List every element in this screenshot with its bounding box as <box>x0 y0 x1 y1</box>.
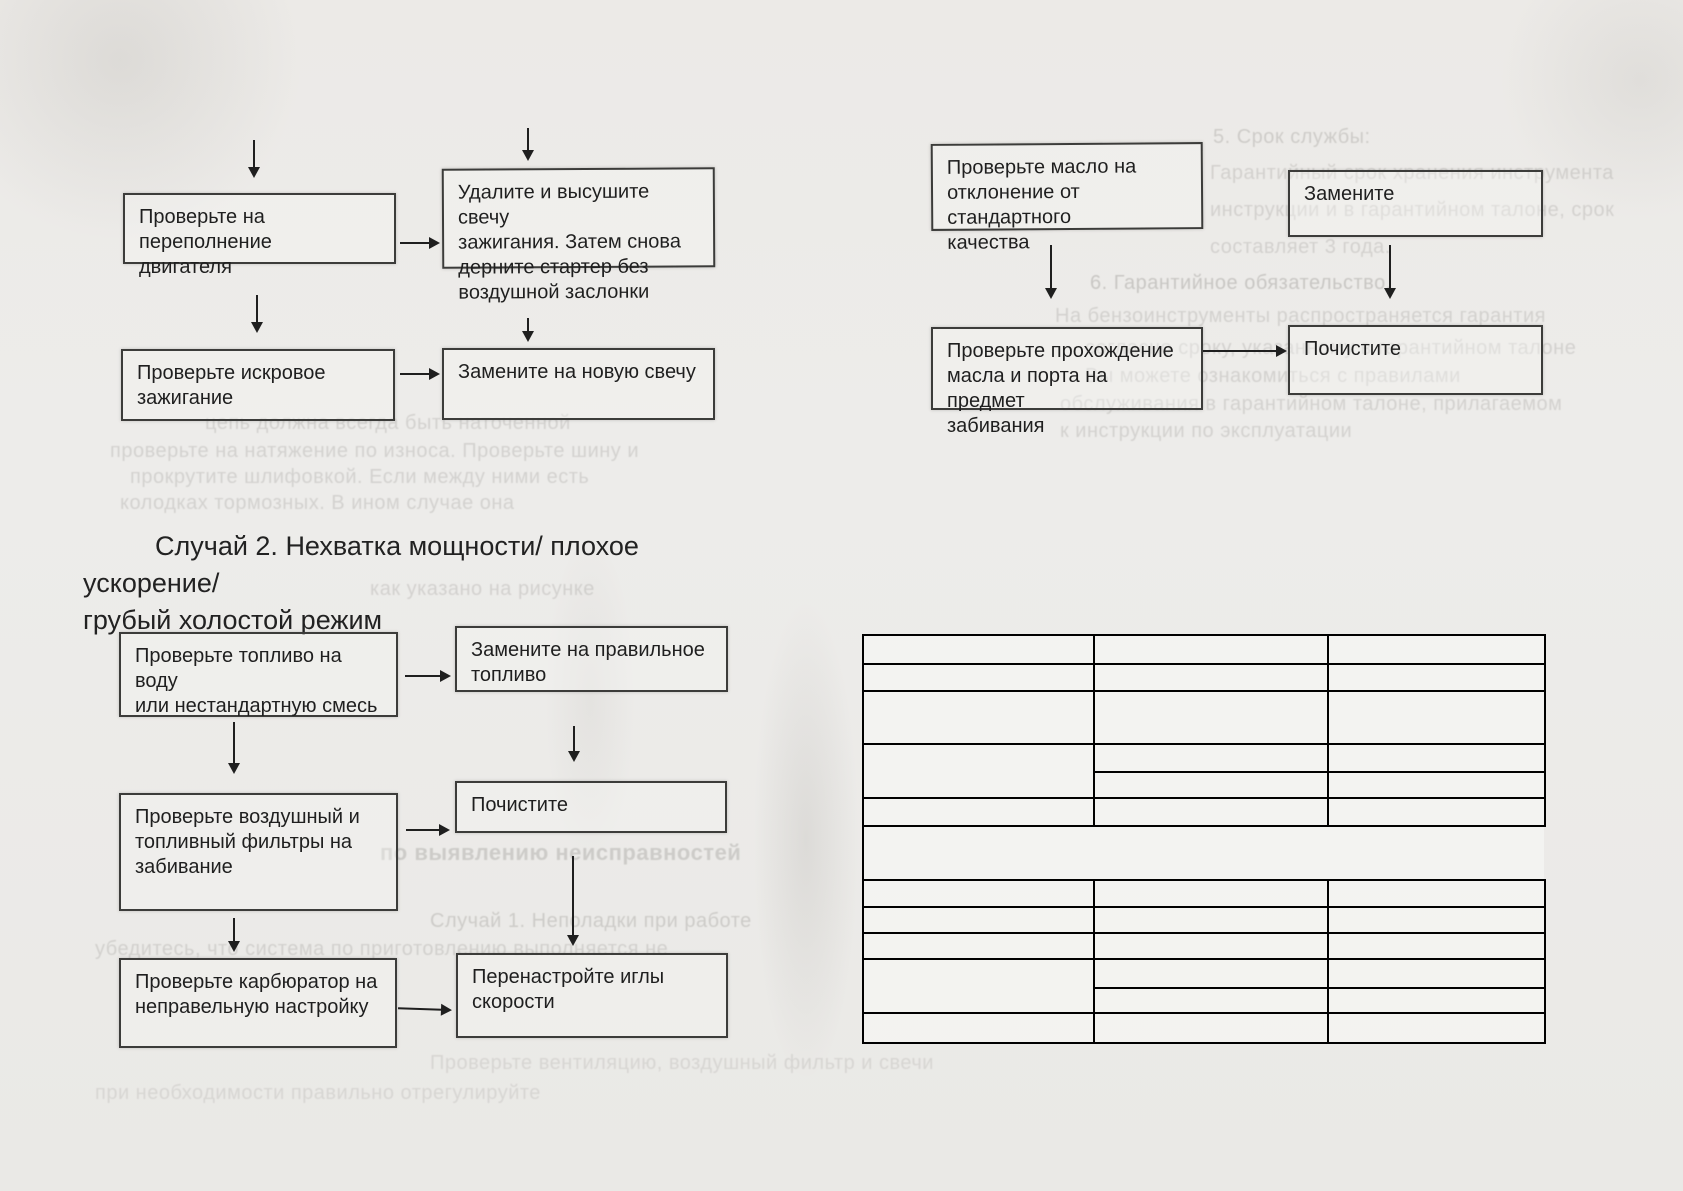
flow-arrow-down <box>522 128 534 161</box>
empty-cell <box>1093 958 1329 989</box>
ghost-text-line: 5. Срок службы: <box>1213 126 1371 148</box>
flow-arrow-right <box>1203 345 1287 357</box>
ghost-text-line: прокрутите шлифовкой. Если между ними ес… <box>130 466 590 488</box>
empty-cell <box>1093 663 1329 692</box>
empty-cell <box>862 958 1095 1014</box>
empty-cell <box>1327 690 1546 745</box>
empty-cell <box>1327 906 1546 934</box>
table-row <box>862 663 1546 692</box>
flow-box-clean-oil-port: Почистите <box>1288 325 1543 395</box>
flow-arrow-down <box>568 726 580 762</box>
flow-box-check-engine-flooding: Проверьте на переполнение двигателя <box>123 193 396 278</box>
table-row <box>863 987 1546 1014</box>
empty-cell <box>1327 879 1546 908</box>
ghost-text-line: цепь должна всегда быть наточенной <box>205 412 571 434</box>
ghost-text-line: Проверьте вентиляцию, воздушный фильтр и… <box>430 1052 934 1074</box>
flow-arrow-down <box>251 295 263 333</box>
empty-cell <box>1327 797 1546 827</box>
ghost-text-line: по выявлению неисправностей <box>380 840 742 865</box>
empty-cell <box>1093 634 1329 665</box>
empty-cell <box>862 906 1095 934</box>
flow-box-remove-and-dry-plug: Удалите и высушите свечу зажигания. Зате… <box>441 167 716 304</box>
flow-arrow-right <box>400 237 440 249</box>
flow-box-check-oil-passage: Проверьте прохождение масла и порта на п… <box>931 327 1203 437</box>
table-open-band <box>862 827 1544 880</box>
ghost-text-line: при необходимости правильно отрегулируйт… <box>95 1082 541 1104</box>
table-row <box>862 797 1546 827</box>
ghost-text-line: согласно сроку, указанному в гарантийном… <box>1085 337 1577 359</box>
ghost-text-line: Гарантийный срок хранения инструмента <box>1210 162 1614 184</box>
empty-cell <box>1093 879 1329 908</box>
empty-cell <box>1093 743 1329 773</box>
flow-arrow-down <box>1045 245 1057 299</box>
empty-cell <box>1093 797 1329 827</box>
empty-cell <box>862 797 1095 827</box>
ghost-text-line: инструкции и в гарантийном талоне, срок <box>1210 199 1615 221</box>
table-row <box>862 1012 1546 1044</box>
flow-box-check-oil-quality: Проверьте масло на отклонение от стандар… <box>930 142 1204 254</box>
flow-arrow-down <box>522 318 534 342</box>
flow-arrow-down <box>228 918 240 952</box>
ghost-text-line: На бензоинструменты распространяется гар… <box>1055 305 1546 327</box>
flow-arrow-down <box>228 722 240 774</box>
table-row <box>862 690 1546 745</box>
table-row <box>862 932 1546 960</box>
empty-cell <box>1093 690 1329 745</box>
flow-arrow-right <box>405 670 451 682</box>
table-row <box>862 634 1546 665</box>
ghost-text-line: составляет 3 года. <box>1210 236 1391 258</box>
flow-arrow-down <box>1384 245 1396 299</box>
ghost-text-line: колодках тормозных. В ином случае она <box>120 492 515 514</box>
flow-box-check-carburetor: Проверьте карбюратор на неправельную нас… <box>119 958 397 1048</box>
empty-cell <box>1093 771 1329 799</box>
table-row <box>862 958 1546 1014</box>
ghost-text-line: как указано на рисунке <box>370 578 595 600</box>
flow-arrow-right <box>397 1007 443 1011</box>
empty-cell <box>1327 743 1546 773</box>
empty-cell <box>1327 987 1546 1014</box>
table-row <box>862 879 1546 908</box>
empty-cell <box>1093 987 1329 1014</box>
flow-arrow-right <box>400 368 440 380</box>
empty-cell <box>1327 663 1546 692</box>
flow-box-check-spark-ignition: Проверьте искровое зажигание <box>121 349 395 421</box>
flow-box-readjust-speed-needles: Перенастройте иглы скорости <box>456 953 728 1038</box>
empty-cell <box>862 1012 1095 1044</box>
troubleshooting-table-upper <box>862 634 1546 827</box>
ghost-text-line: к инструкции по эксплуатации <box>1060 420 1353 442</box>
empty-cell <box>1327 958 1546 989</box>
flow-box-replace-with-correct-fuel: Замените на правильное топливо <box>455 626 728 692</box>
flow-box-clean-filters: Почистите <box>455 781 727 833</box>
flow-box-check-air-fuel-filters: Проверьте воздушный и топливный фильтры … <box>119 793 398 911</box>
empty-cell <box>1327 1012 1546 1044</box>
troubleshooting-table-lower <box>862 879 1546 1044</box>
flow-box-replace-with-new-plug: Замените на новую свечу <box>442 348 715 420</box>
empty-cell <box>1093 932 1329 960</box>
empty-cell <box>1327 771 1546 799</box>
ghost-text-line: Вы можете ознакомиться с правилами <box>1085 365 1461 387</box>
table-row <box>863 771 1546 799</box>
empty-cell <box>862 743 1095 799</box>
empty-cell <box>1093 1012 1329 1044</box>
empty-cell <box>862 879 1095 908</box>
ghost-text-line: Случай 1. Неполадки при работе <box>430 910 752 932</box>
flow-box-replace-oil: Замените <box>1288 170 1543 237</box>
empty-cell <box>1327 932 1546 960</box>
empty-cell <box>862 932 1095 960</box>
empty-cell <box>862 634 1095 665</box>
ghost-text-line: проверьте на натяжение по износа. Провер… <box>110 440 640 462</box>
ghost-text-line: 6. Гарантийное обязательство. <box>1090 272 1392 294</box>
empty-cell <box>1093 906 1329 934</box>
flow-box-check-fuel-water: Проверьте топливо на воду или нестандарт… <box>119 632 398 717</box>
table-row <box>862 743 1546 799</box>
flow-arrow-down <box>248 140 260 178</box>
case2-heading: Случай 2. Нехватка мощности/ плохое уско… <box>83 531 639 635</box>
empty-cell <box>1327 634 1546 665</box>
flow-arrow-right <box>406 824 450 836</box>
empty-cell <box>862 690 1095 745</box>
table-row <box>862 906 1546 934</box>
flow-arrow-down <box>567 856 579 946</box>
empty-cell <box>862 663 1095 692</box>
